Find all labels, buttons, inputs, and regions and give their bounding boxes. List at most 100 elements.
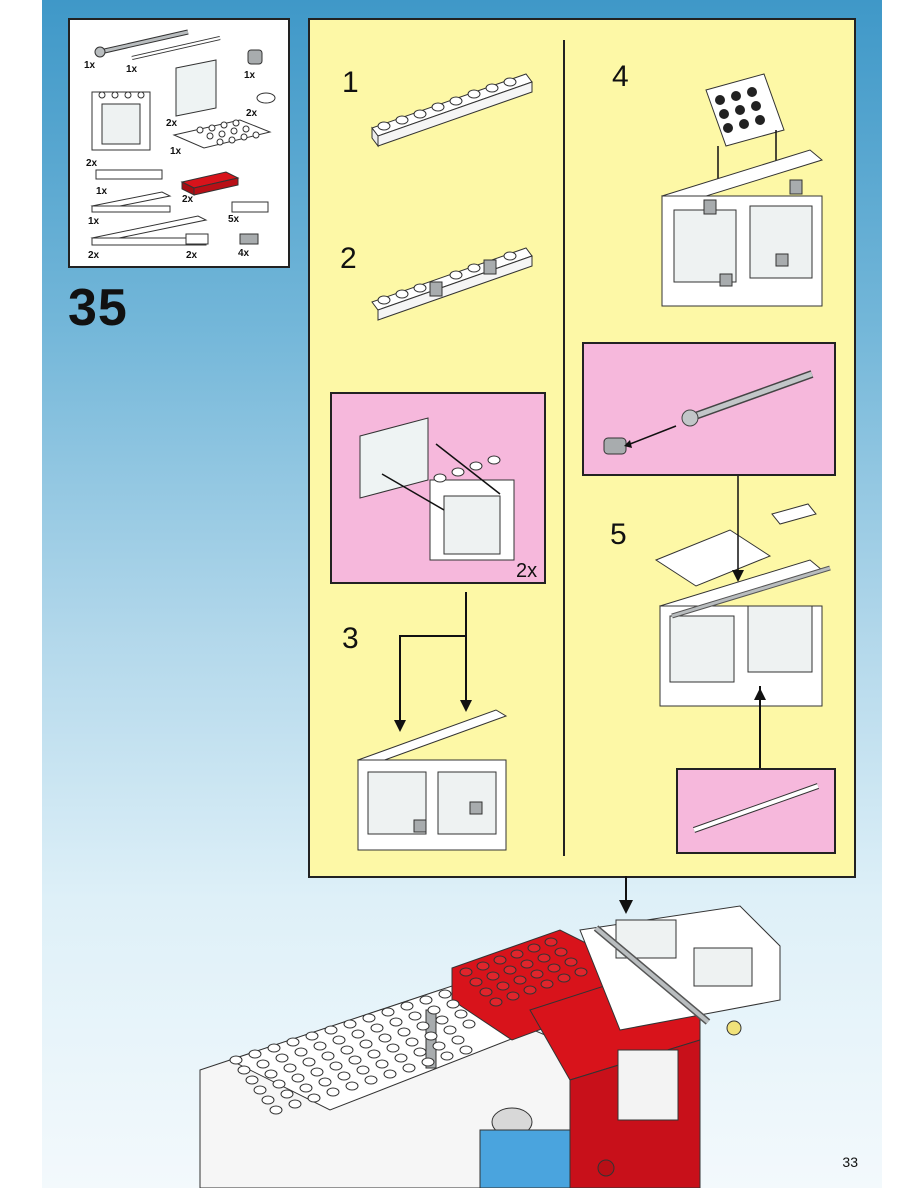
stud <box>459 967 473 977</box>
stud <box>343 1019 357 1029</box>
substep-label: 2 <box>340 242 357 275</box>
stud <box>520 959 534 969</box>
stud <box>229 1055 243 1065</box>
part-qty: 2x <box>186 250 198 261</box>
stud <box>544 937 558 947</box>
stud <box>435 1015 449 1025</box>
stud <box>503 965 517 975</box>
stud <box>337 1071 351 1081</box>
stud <box>479 987 493 997</box>
stud <box>332 1035 346 1045</box>
stud <box>267 1043 281 1053</box>
stud <box>427 1005 441 1015</box>
stud <box>351 1029 365 1039</box>
stud <box>261 1095 275 1105</box>
column-divider <box>563 40 565 856</box>
stud <box>513 975 527 985</box>
part-qty: 1x <box>96 186 108 197</box>
stud <box>272 1079 286 1089</box>
stud <box>383 1069 397 1079</box>
stud <box>459 1045 473 1055</box>
stud <box>416 1021 430 1031</box>
window-with-glass-illustration <box>359 417 515 561</box>
stud <box>440 1051 454 1061</box>
stud <box>574 967 588 977</box>
part-qty: 2x <box>166 118 178 129</box>
stud <box>302 1057 316 1067</box>
stud <box>299 1083 313 1093</box>
stud <box>400 1001 414 1011</box>
stud <box>527 943 541 953</box>
stud <box>451 1035 465 1045</box>
step-number: 35 <box>68 279 128 337</box>
stud <box>340 1045 354 1055</box>
stud <box>329 1061 343 1071</box>
stud <box>283 1063 297 1073</box>
stud <box>438 989 452 999</box>
stud <box>489 997 503 1007</box>
stud <box>537 953 551 963</box>
stud <box>264 1069 278 1079</box>
part-qty: 4x <box>238 248 250 259</box>
stud <box>362 1013 376 1023</box>
stud <box>291 1073 305 1083</box>
stud <box>506 991 520 1001</box>
stud <box>294 1047 308 1057</box>
plate-1x8-illustration <box>356 73 831 851</box>
stud <box>469 977 483 987</box>
stud <box>286 1037 300 1047</box>
part-qty: 1x <box>88 216 100 227</box>
stud <box>253 1085 267 1095</box>
stud <box>405 1037 419 1047</box>
stud <box>321 1051 335 1061</box>
stud <box>348 1055 362 1065</box>
stud <box>530 969 544 979</box>
page-number: 33 <box>842 1154 858 1170</box>
callout-window-subassembly: 2x <box>330 392 546 584</box>
stud <box>307 1093 321 1103</box>
page-margin-left <box>0 0 42 1188</box>
stud <box>554 947 568 957</box>
stud <box>564 957 578 967</box>
stud <box>462 1019 476 1029</box>
substep-label: 1 <box>342 66 359 99</box>
part-qty: 2x <box>182 194 194 205</box>
stud <box>305 1031 319 1041</box>
stud <box>364 1075 378 1085</box>
stud <box>356 1065 370 1075</box>
part-qty: 1x <box>84 60 96 71</box>
stud <box>288 1099 302 1109</box>
stud <box>557 973 571 983</box>
part-qty: 2x <box>86 158 98 169</box>
substeps-panel: 1 2 3 4 5 <box>308 18 856 878</box>
stud <box>413 1047 427 1057</box>
stud <box>424 1031 438 1041</box>
parts-illustrations <box>90 29 276 246</box>
stud <box>280 1089 294 1099</box>
stud <box>310 1067 324 1077</box>
substep-label: 5 <box>610 518 627 551</box>
page-margin-right <box>882 0 918 1188</box>
stud <box>443 1025 457 1035</box>
stud <box>324 1025 338 1035</box>
stud <box>446 999 460 1009</box>
stud <box>389 1017 403 1027</box>
stud <box>496 981 510 991</box>
subassembly-multiplier: 2x <box>516 560 538 582</box>
white-bar-illustration <box>692 783 820 833</box>
substep-label: 4 <box>612 60 629 93</box>
stud <box>318 1077 332 1087</box>
part-qty: 1x <box>244 70 256 81</box>
part-qty: 1x <box>126 64 138 75</box>
stud <box>359 1039 373 1049</box>
stud <box>381 1007 395 1017</box>
stud <box>313 1041 327 1051</box>
stud <box>454 1009 468 1019</box>
parts-list-box: 1x 1x 1x 2x 2x 2x 1x 1x 2x 1x 5x 2x 2x 4… <box>68 18 290 268</box>
stud <box>486 971 500 981</box>
stud <box>245 1075 259 1085</box>
part-qty: 2x <box>246 108 258 119</box>
stud <box>421 1057 435 1067</box>
